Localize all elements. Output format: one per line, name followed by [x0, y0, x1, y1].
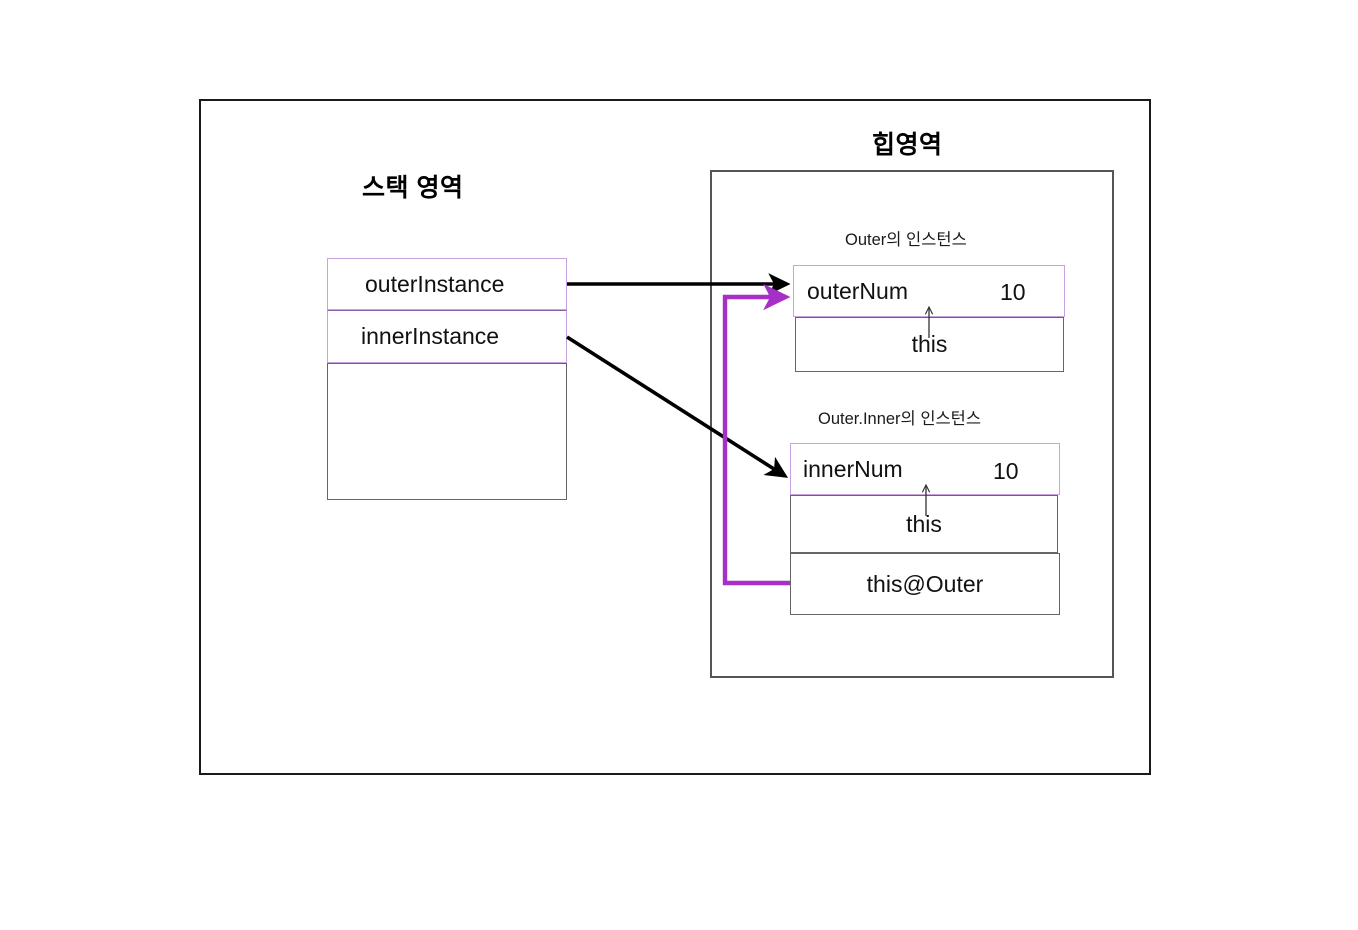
stack-slot-innerInstance-label: innerInstance: [361, 323, 500, 349]
outer-instance-field-this-label: this: [911, 331, 948, 357]
outer-instance-field-outerNum[interactable]: outerNum: [793, 265, 1065, 317]
inner-instance-caption: Outer.Inner의 인스턴스: [818, 410, 982, 428]
inner-instance-field-innerNum[interactable]: innerNum: [790, 443, 1060, 495]
outer-instance-field-this[interactable]: this: [795, 317, 1064, 372]
inner-instance-field-innerNum-label: innerNum: [803, 455, 903, 482]
stack-area-title: 스택 영역: [362, 174, 464, 202]
outer-instance-field-outerNum-label: outerNum: [807, 277, 908, 304]
inner-instance-field-thisAtOuter-label: this@Outer: [866, 570, 984, 597]
stack-slot-empty: [327, 363, 567, 500]
inner-instance-field-thisAtOuter[interactable]: this@Outer: [790, 553, 1060, 615]
inner-instance-field-innerNum-value: 10: [993, 458, 1019, 484]
stack-slot-innerInstance[interactable]: innerInstance: [327, 310, 567, 363]
stack-slot-outerInstance-label: outerInstance: [365, 270, 505, 297]
heap-area-title: 힙영역: [872, 131, 943, 159]
inner-instance-field-this-label: this: [906, 510, 942, 537]
outer-instance-field-outerNum-value: 10: [1000, 279, 1026, 305]
stack-slot-outerInstance[interactable]: outerInstance: [327, 258, 567, 310]
inner-instance-field-this[interactable]: this: [790, 495, 1058, 553]
outer-instance-caption: Outer의 인스턴스: [845, 231, 967, 249]
